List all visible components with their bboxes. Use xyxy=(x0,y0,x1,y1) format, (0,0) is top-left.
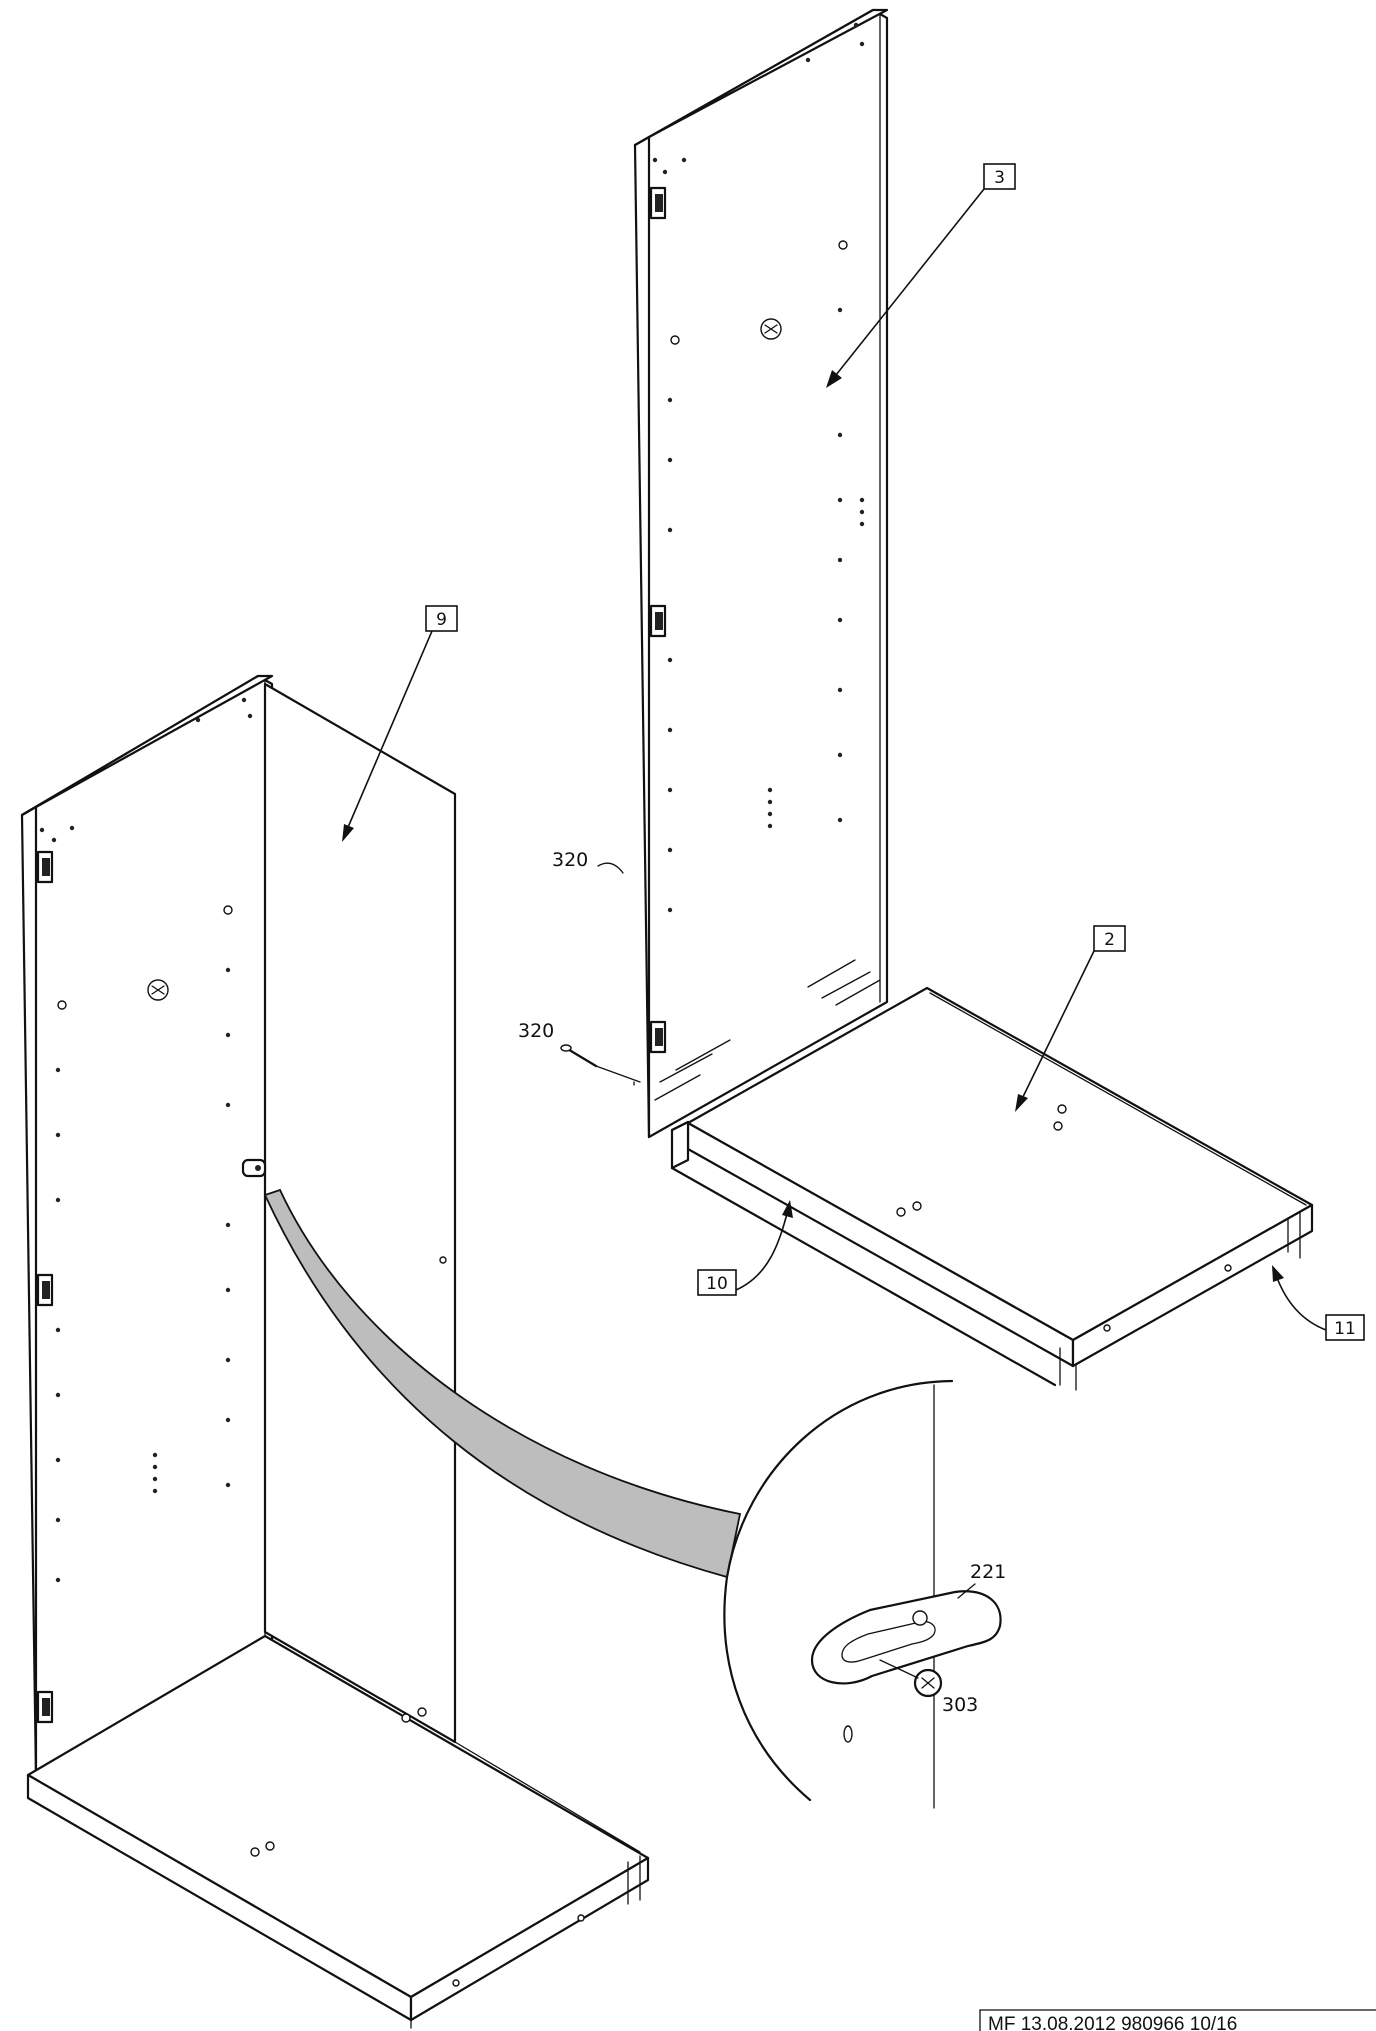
left-assembly xyxy=(20,674,650,2029)
screw-icon-320-lower xyxy=(560,1044,641,1083)
magnifier-circle xyxy=(723,1379,954,1802)
part-label-320-lower: 320 xyxy=(518,1020,554,1042)
screw-arc-320-upper xyxy=(597,862,624,874)
bolt-icon-detail xyxy=(879,1659,943,1698)
callout-2-label: 2 xyxy=(1104,930,1115,950)
doc-ref-text: MF 13.08.2012 980966 10/16 xyxy=(988,2014,1237,2031)
shelf-holes-right xyxy=(652,22,1232,1332)
part-label-221: 221 xyxy=(970,1561,1006,1583)
footer-reference: MF 13.08.2012 980966 10/16 xyxy=(979,2009,1376,2031)
hole-icon-detail xyxy=(843,1725,853,1743)
hinge-icon-right-2 xyxy=(649,604,667,638)
plinth-rail-right xyxy=(670,1120,1057,1387)
right-assembly xyxy=(560,8,1314,1391)
hinge-icon-left-2 xyxy=(36,1273,54,1307)
shelf-holes-left xyxy=(39,697,585,1987)
callout-9: 9 xyxy=(342,605,458,842)
callout-11-label: 11 xyxy=(1334,1319,1356,1339)
callout-3-label: 3 xyxy=(994,168,1005,188)
side-panel-left xyxy=(20,674,274,1779)
part-label-303: 303 xyxy=(942,1694,978,1716)
detail-magnifier xyxy=(263,1188,1002,1809)
back-panel-left xyxy=(263,682,457,1744)
hinge-icon-left-1 xyxy=(36,850,54,884)
cam-fitting-icon-left xyxy=(147,979,169,1001)
bracket-icon-left xyxy=(241,1158,267,1178)
callout-11: 11 xyxy=(1272,1265,1365,1341)
hinge-icon-right-3 xyxy=(649,1020,667,1054)
part-label-320-upper: 320 xyxy=(552,849,588,871)
callout-9-label: 9 xyxy=(436,610,447,630)
dowel-lines-right xyxy=(654,959,881,1101)
side-panel-right xyxy=(633,8,889,1139)
bracket-icon-detail xyxy=(810,1590,1002,1685)
cam-fitting-icon-right xyxy=(760,318,782,340)
callout-2: 2 xyxy=(1015,925,1126,1112)
bottom-board-left xyxy=(26,1634,650,2029)
callout-10-label: 10 xyxy=(706,1274,728,1294)
callout-10: 10 xyxy=(697,1200,793,1296)
callout-3: 3 xyxy=(826,163,1016,388)
bottom-board-right xyxy=(686,986,1314,1391)
hinge-icon-right-1 xyxy=(649,186,667,220)
hinge-icon-left-3 xyxy=(36,1690,54,1724)
